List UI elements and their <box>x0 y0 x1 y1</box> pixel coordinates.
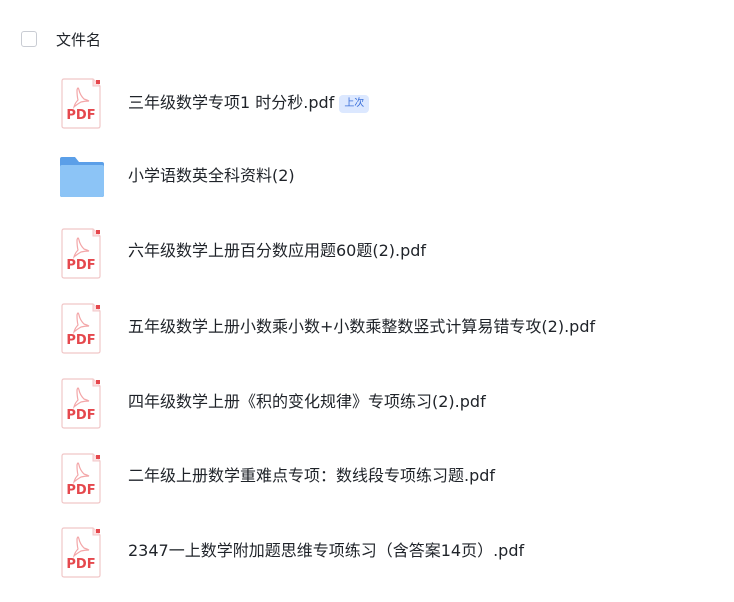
file-row[interactable]: PDF 六年级数学上册百分数应用题60题(2).pdf <box>0 228 734 303</box>
file-name[interactable]: 六年级数学上册百分数应用题60题(2).pdf <box>128 241 427 260</box>
file-list-header: 文件名 <box>0 0 734 80</box>
pdf-file-icon: PDF <box>58 527 106 579</box>
svg-text:PDF: PDF <box>66 557 95 572</box>
file-name[interactable]: 2347一上数学附加题思维专项练习（含答案14页）.pdf <box>128 541 525 560</box>
file-row[interactable]: PDF 二年级上册数学重难点专项：数线段专项练习题.pdf <box>0 453 734 528</box>
file-name[interactable]: 二年级上册数学重难点专项：数线段专项练习题.pdf <box>128 466 496 485</box>
pdf-file-icon: PDF <box>58 78 106 130</box>
svg-text:PDF: PDF <box>66 108 95 123</box>
folder-name[interactable]: 小学语数英全科资料(2) <box>128 166 295 185</box>
pdf-file-icon: PDF <box>58 378 106 430</box>
svg-text:PDF: PDF <box>66 258 95 273</box>
file-row[interactable]: PDF 五年级数学上册小数乘小数+小数乘整数竖式计算易错专攻(2).pdf <box>0 303 734 378</box>
file-row[interactable]: PDF 四年级数学上册《积的变化规律》专项练习(2).pdf <box>0 378 734 453</box>
file-row[interactable]: PDF 2347一上数学附加题思维专项练习（含答案14页）.pdf <box>0 527 734 602</box>
file-name[interactable]: 五年级数学上册小数乘小数+小数乘整数竖式计算易错专攻(2).pdf <box>128 317 596 336</box>
last-opened-badge: 上次 <box>339 95 370 113</box>
folder-row[interactable]: 小学语数英全科资料(2) <box>0 153 734 228</box>
svg-text:PDF: PDF <box>66 408 95 423</box>
folder-icon <box>58 155 106 207</box>
file-name-text[interactable]: 三年级数学专项1 时分秒.pdf <box>128 93 335 112</box>
column-header-filename: 文件名 <box>56 31 102 49</box>
select-all-checkbox[interactable] <box>21 31 37 47</box>
pdf-file-icon: PDF <box>58 303 106 355</box>
svg-text:PDF: PDF <box>66 483 95 498</box>
pdf-file-icon: PDF <box>58 453 106 505</box>
pdf-file-icon: PDF <box>58 228 106 280</box>
file-name[interactable]: 四年级数学上册《积的变化规律》专项练习(2).pdf <box>128 392 486 411</box>
svg-text:PDF: PDF <box>66 333 95 348</box>
